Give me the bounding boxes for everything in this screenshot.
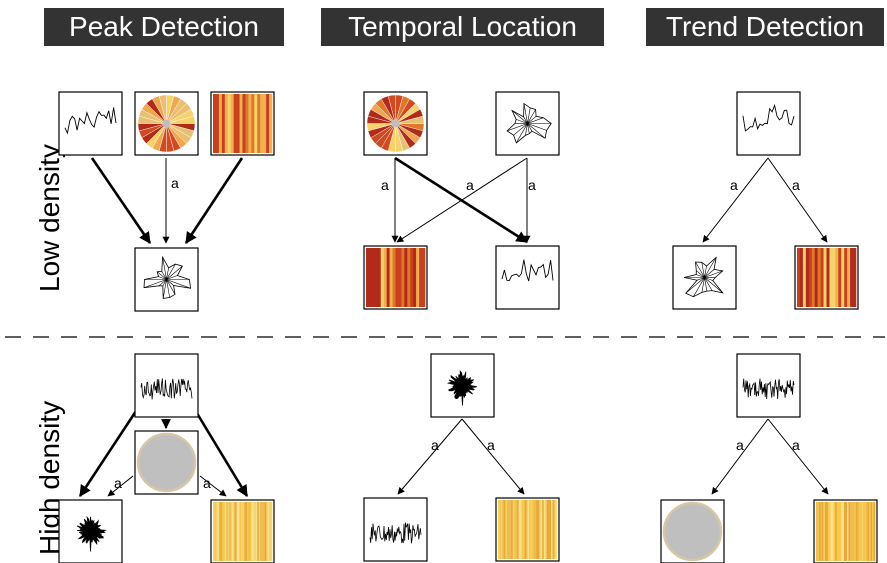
edge-arrow [78, 404, 142, 497]
gray-radial-icon [660, 499, 725, 563]
edge-labels: a a a a a a a a a a a a [114, 175, 800, 491]
edge-arrow [397, 418, 463, 495]
thumbnail-frame [58, 91, 123, 156]
edge-arrow [711, 418, 769, 495]
edge-label: a [114, 475, 122, 491]
stripe-heatmap-icon [495, 497, 560, 562]
edge-label: a [431, 437, 439, 453]
thumbnail-frame [363, 497, 428, 562]
edge-label: a [792, 177, 800, 193]
edge-arrow [767, 418, 829, 495]
edge-arrow [394, 156, 528, 244]
column-header-temporal-location: Temporal Location [321, 8, 604, 46]
thumbnail-frame [58, 499, 123, 563]
radial-heatmap-icon [363, 91, 428, 156]
radial-heatmap-icon [134, 91, 199, 156]
thumbnails [58, 91, 878, 563]
radial-chart-icon [495, 91, 560, 156]
line-chart-icon [736, 353, 801, 418]
edge-arrow [190, 404, 249, 498]
edge-arrow [199, 475, 227, 497]
line-chart-icon [58, 91, 123, 156]
line-chart-icon [495, 245, 560, 310]
stripe-heatmap-icon [210, 91, 275, 156]
edge-arrow [90, 157, 152, 244]
edge-label: a [203, 475, 211, 491]
stripe-heatmap-icon [794, 245, 859, 310]
edge-label: a [466, 177, 474, 193]
stripe-heatmap-icon [363, 245, 428, 310]
line-chart-icon [134, 353, 199, 418]
edge-arrow [107, 475, 134, 497]
radial-chart-icon [134, 247, 199, 312]
line-chart-icon [736, 91, 801, 156]
stripe-heatmap-icon [210, 499, 275, 563]
line-chart-icon [363, 497, 428, 562]
edge-label: a [528, 177, 536, 193]
column-header-trend-detection: Trend Detection [646, 8, 884, 46]
edges [78, 156, 829, 498]
radial-chart-icon [672, 245, 737, 310]
edge-arrow [461, 418, 525, 495]
radial-chart-icon [430, 353, 495, 418]
edge-arrow [767, 157, 828, 243]
edge-label: a [381, 177, 389, 193]
edge-label: a [171, 175, 179, 191]
edge-label: a [736, 437, 744, 453]
edge-label: a [792, 437, 800, 453]
gray-radial-icon [134, 430, 199, 495]
thumbnail-frame [736, 91, 801, 156]
edge-label: a [730, 177, 738, 193]
edge-arrow [702, 157, 769, 243]
radial-chart-icon [58, 499, 123, 563]
edge-label: a [487, 437, 495, 453]
edge-arrow [396, 157, 528, 243]
edge-arrow [184, 157, 244, 244]
stripe-heatmap-icon [813, 499, 878, 563]
column-header-peak-detection: Peak Detection [44, 8, 284, 46]
